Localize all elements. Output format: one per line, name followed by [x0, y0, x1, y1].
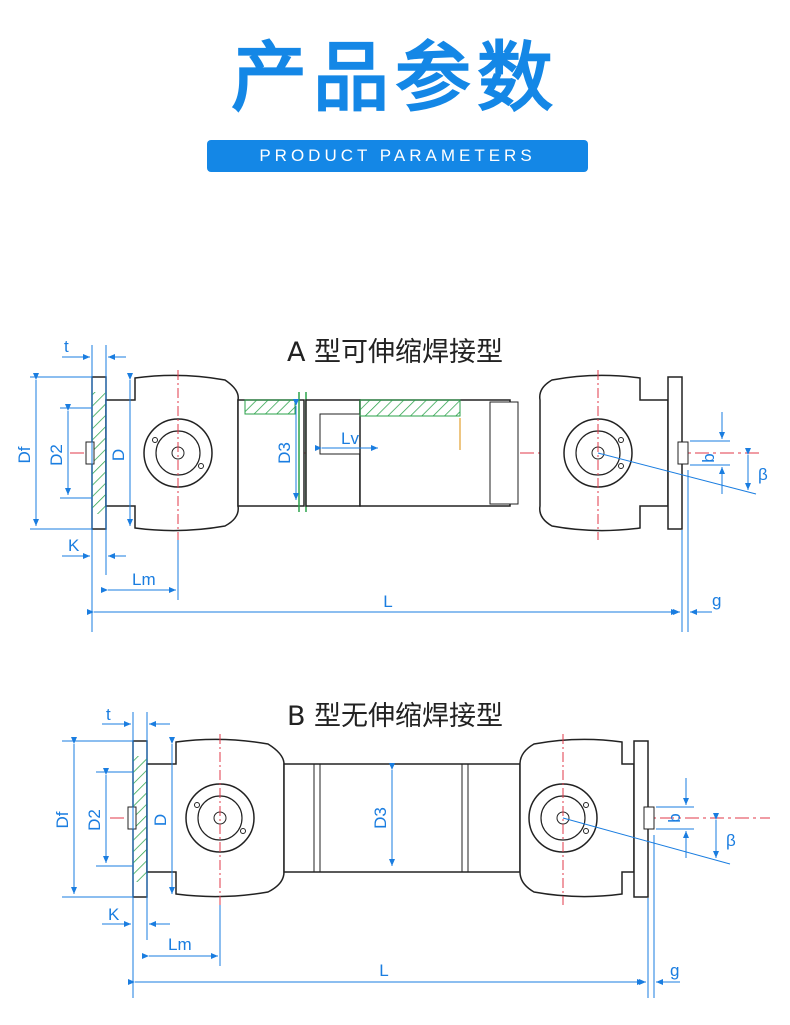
dim-label-d: D	[109, 449, 128, 461]
dim-label-k: K	[68, 536, 80, 555]
spline-sleeve	[237, 399, 305, 507]
diagram-a-drawing: t Df D2 D D3 Lv b β K Lm L g	[15, 340, 768, 632]
dim-label-lm: Lm	[132, 570, 156, 589]
dim-label-l: L	[383, 592, 392, 611]
dim-label-b: b	[665, 813, 684, 822]
dim-label-b: b	[699, 453, 718, 462]
diagram-b-drawing: t Df D2 D D3 b β K Lm L g	[53, 705, 770, 998]
diagram-b-title: B 型无伸缩焊接型	[286, 701, 504, 732]
dim-label-t: t	[106, 705, 111, 724]
subtitle-banner: PRODUCT PARAMETERS	[207, 140, 588, 172]
dim-label-g: g	[712, 591, 721, 610]
page-title: 产品参数	[231, 33, 559, 122]
dim-label-beta: β	[758, 465, 768, 484]
dim-label-d: D	[151, 814, 170, 826]
weld-tube	[283, 763, 521, 873]
dim-label-d2: D2	[47, 444, 66, 466]
dim-label-lm: Lm	[168, 935, 192, 954]
dim-label-df: Df	[15, 446, 34, 463]
dim-label-beta: β	[726, 831, 736, 850]
telescopic-tube	[359, 399, 511, 507]
dim-label-d2: D2	[85, 809, 104, 831]
dim-label-l: L	[379, 961, 388, 980]
dim-label-df: Df	[53, 811, 72, 828]
dim-label-t: t	[64, 340, 69, 356]
dim-label-k: K	[108, 905, 120, 924]
dim-label-d3: D3	[275, 442, 294, 464]
dim-label-d3: D3	[371, 807, 390, 829]
diagram-a-title: A 型可伸缩焊接型	[286, 337, 504, 368]
dim-label-g: g	[670, 961, 679, 980]
dim-label-lv: Lv	[341, 429, 359, 448]
